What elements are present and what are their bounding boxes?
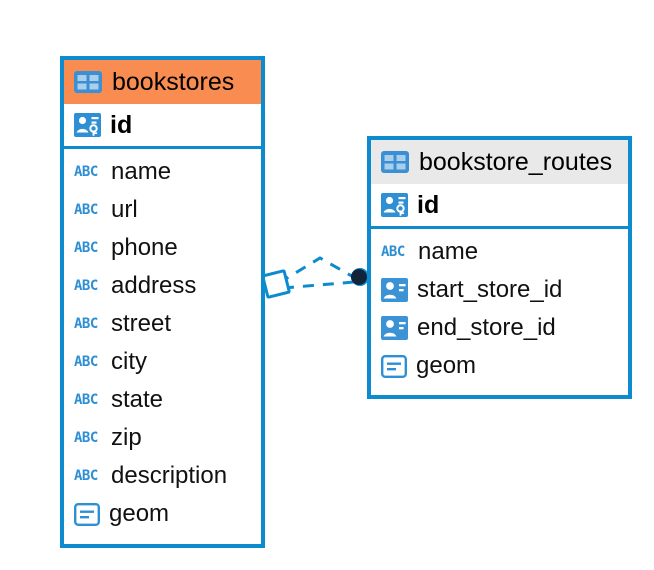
- field-row[interactable]: start_store_id: [371, 271, 628, 309]
- field-label: geom: [109, 500, 170, 527]
- abc-icon: ABC: [74, 164, 98, 180]
- field-label: address: [111, 272, 197, 299]
- entity-header-bookstore-routes[interactable]: bookstore_routes: [371, 140, 628, 184]
- field-row[interactable]: ABC state: [64, 381, 261, 419]
- primary-key-label: id: [417, 190, 440, 219]
- field-row[interactable]: geom: [64, 495, 261, 533]
- field-row[interactable]: ABC city: [64, 343, 261, 381]
- field-label: state: [111, 386, 164, 413]
- field-label: zip: [111, 424, 142, 451]
- field-row[interactable]: ABC description: [64, 457, 261, 495]
- field-label: phone: [111, 234, 178, 261]
- entity-header-bookstores[interactable]: bookstores: [64, 60, 261, 104]
- relationship-line-lower: [282, 280, 355, 290]
- abc-icon: ABC: [74, 430, 98, 446]
- table-icon: [74, 71, 102, 93]
- primary-key-row[interactable]: id: [64, 104, 261, 149]
- field-row[interactable]: ABC address: [64, 267, 261, 305]
- primary-key-label: id: [110, 110, 133, 139]
- field-label: url: [111, 196, 138, 223]
- abc-icon: ABC: [74, 240, 98, 256]
- foreign-key-icon: [381, 278, 408, 302]
- primary-key-icon: [381, 193, 408, 217]
- abc-icon: ABC: [74, 278, 98, 294]
- field-row[interactable]: end_store_id: [371, 309, 628, 347]
- field-label: name: [111, 158, 172, 185]
- field-label: start_store_id: [417, 276, 563, 303]
- primary-key-row[interactable]: id: [371, 184, 628, 229]
- geometry-icon: [381, 354, 407, 378]
- abc-icon: ABC: [74, 202, 98, 218]
- field-row[interactable]: geom: [371, 347, 628, 385]
- field-label: description: [111, 462, 228, 489]
- entity-table-bookstore-routes[interactable]: bookstore_routes id ABC name start_store_i…: [367, 136, 632, 399]
- field-label: street: [111, 310, 172, 337]
- table-icon: [381, 151, 409, 173]
- field-label: geom: [416, 352, 477, 379]
- field-label: name: [418, 238, 479, 265]
- abc-icon: ABC: [74, 468, 98, 484]
- field-row[interactable]: ABC zip: [64, 419, 261, 457]
- field-row[interactable]: ABC street: [64, 305, 261, 343]
- field-label: end_store_id: [417, 314, 556, 341]
- entity-title: bookstore_routes: [419, 147, 613, 176]
- foreign-key-icon: [381, 316, 408, 340]
- field-row[interactable]: ABC phone: [64, 229, 261, 267]
- abc-icon: ABC: [74, 392, 98, 408]
- entity-title: bookstores: [112, 67, 235, 96]
- diamond-marker: [261, 269, 291, 299]
- relationship-line-upper: [278, 256, 358, 285]
- geometry-icon: [74, 502, 100, 526]
- primary-key-icon: [74, 113, 101, 137]
- abc-icon: ABC: [381, 244, 405, 260]
- field-label: city: [111, 348, 147, 375]
- field-row[interactable]: ABC name: [64, 153, 261, 191]
- field-row[interactable]: ABC name: [371, 233, 628, 271]
- abc-icon: ABC: [74, 354, 98, 370]
- abc-icon: ABC: [74, 316, 98, 332]
- field-row[interactable]: ABC url: [64, 191, 261, 229]
